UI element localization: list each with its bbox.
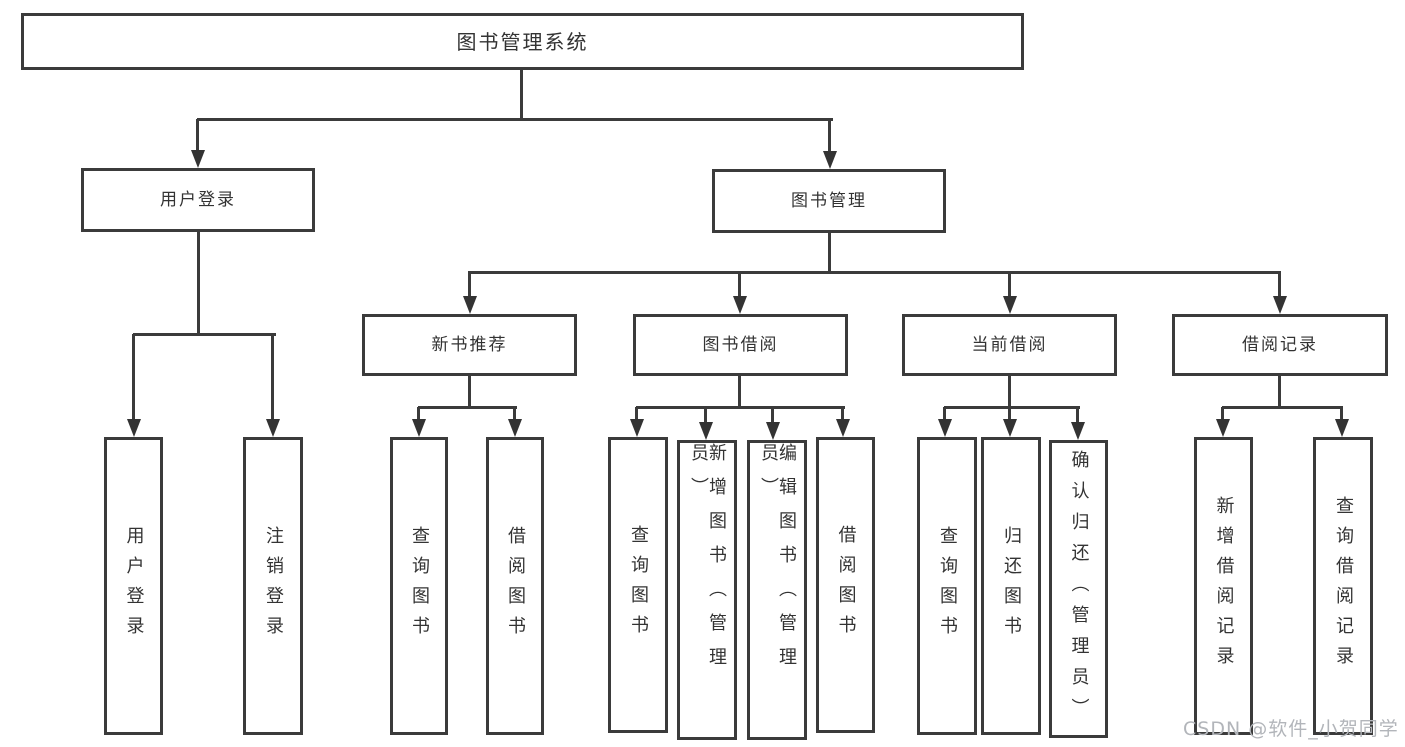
connector-line	[1221, 407, 1224, 422]
connector-line	[704, 407, 707, 425]
connector-line	[1222, 406, 1343, 409]
node-user-login: 用户登录	[81, 168, 315, 232]
node-current-borrowing: 当前借阅	[902, 314, 1117, 376]
node-br-query-record: 查询借阅记录	[1313, 437, 1373, 735]
connector-line	[1278, 272, 1281, 299]
node-bb-edit-books-admin: 编辑图书（管理员）	[747, 440, 807, 740]
connector-line	[1008, 272, 1011, 299]
node-cb-return-books: 归还图书	[981, 437, 1041, 735]
arrow-down-icon	[1071, 422, 1085, 440]
connector-line	[197, 232, 200, 336]
arrow-down-icon	[1003, 419, 1017, 437]
connector-line	[771, 407, 774, 425]
arrow-down-icon	[1335, 419, 1349, 437]
connector-line	[468, 271, 1281, 274]
node-nb-borrow-books: 借阅图书	[486, 437, 544, 735]
connector-line	[943, 407, 946, 422]
connector-line	[133, 333, 276, 336]
arrow-down-icon	[191, 150, 205, 168]
connector-line	[468, 376, 471, 409]
connector-line	[828, 233, 831, 274]
connector-line	[738, 376, 741, 409]
arrow-down-icon	[412, 419, 426, 437]
node-borrow-records: 借阅记录	[1172, 314, 1388, 376]
connector-line	[417, 407, 420, 422]
arrow-down-icon	[463, 296, 477, 314]
connector-line	[636, 406, 845, 409]
connector-line	[520, 70, 523, 121]
connector-line	[828, 119, 831, 154]
connector-line	[944, 406, 1080, 409]
arrow-down-icon	[127, 419, 141, 437]
connector-line	[1008, 376, 1011, 409]
connector-line	[418, 406, 517, 409]
arrow-down-icon	[938, 419, 952, 437]
connector-line	[197, 118, 833, 121]
connector-line	[635, 407, 638, 422]
connector-line	[738, 272, 741, 299]
arrow-down-icon	[1273, 296, 1287, 314]
node-bb-query-books: 查询图书	[608, 437, 668, 733]
arrow-down-icon	[266, 419, 280, 437]
node-logout: 注销登录	[243, 437, 303, 735]
node-library-management-system: 图书管理系统	[21, 13, 1024, 70]
node-cb-query-books: 查询图书	[917, 437, 977, 735]
csdn-watermark: CSDN @软件_小贺同学	[1183, 718, 1399, 740]
connector-line	[1008, 407, 1011, 422]
connector-line	[1076, 407, 1079, 425]
node-bb-borrow-books: 借阅图书	[816, 437, 875, 733]
connector-line	[1278, 376, 1281, 409]
connector-line	[468, 272, 471, 299]
connector-line	[841, 407, 844, 422]
connector-line	[1340, 407, 1343, 422]
arrow-down-icon	[1216, 419, 1230, 437]
arrow-down-icon	[699, 422, 713, 440]
arrow-down-icon	[823, 151, 837, 169]
node-bb-add-books-admin: 新增图书（管理员）	[677, 440, 737, 740]
arrow-down-icon	[630, 419, 644, 437]
arrow-down-icon	[508, 419, 522, 437]
connector-line	[271, 334, 274, 422]
node-book-borrowing: 图书借阅	[633, 314, 848, 376]
arrow-down-icon	[766, 422, 780, 440]
node-new-book-recommend: 新书推荐	[362, 314, 577, 376]
node-user-login-leaf: 用户登录	[104, 437, 163, 735]
connector-line	[513, 407, 516, 422]
connector-line	[196, 119, 199, 153]
connector-line	[132, 334, 135, 422]
arrow-down-icon	[1003, 296, 1017, 314]
arrow-down-icon	[733, 296, 747, 314]
node-cb-confirm-return-admin: 确认归还（管理员）	[1049, 440, 1108, 738]
node-book-management: 图书管理	[712, 169, 946, 233]
node-br-add-record: 新增借阅记录	[1194, 437, 1253, 735]
arrow-down-icon	[836, 419, 850, 437]
node-nb-query-books: 查询图书	[390, 437, 448, 735]
